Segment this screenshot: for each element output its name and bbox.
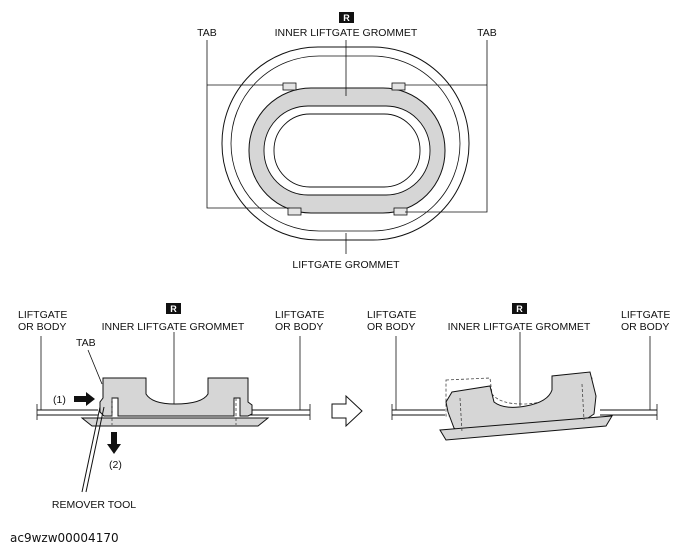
label-remover-tool: REMOVER TOOL <box>52 499 136 511</box>
label-inner-grommet-top: INNER LIFTGATE GROMMET <box>275 27 418 39</box>
tab-shape-top-right <box>391 82 406 91</box>
leader-tab-left <box>206 40 290 209</box>
label-inner-grommet-before: INNER LIFTGATE GROMMET <box>102 321 245 333</box>
grommet-flange-before <box>80 417 270 427</box>
label-panel-right-after-1: LIFTGATE <box>621 309 670 321</box>
label-step-2: (2) <box>109 459 122 471</box>
label-inner-grommet-after: INNER LIFTGATE GROMMET <box>448 321 591 333</box>
label-tab-before: TAB <box>76 337 96 349</box>
inner-grommet-opening <box>273 113 421 188</box>
tab-hint-right-after <box>581 383 585 421</box>
figure-code: ac9wzw00004170 <box>10 531 119 545</box>
remover-tool-b <box>85 406 105 493</box>
label-panel-left-after-1: LIFTGATE <box>367 309 416 321</box>
grommet-flange-after <box>439 415 613 441</box>
label-panel-left-before-1: LIFTGATE <box>18 309 67 321</box>
label-panel-right-before-1: LIFTGATE <box>275 309 324 321</box>
grommet-section-before <box>99 377 253 417</box>
badge-top: R <box>343 13 350 23</box>
badge-before: R <box>170 304 177 314</box>
label-tab-left: TAB <box>197 27 217 39</box>
grommet-original-position <box>445 377 593 417</box>
section-after: R LIFTGATE OR BODY INNER LIFTGATE GROMME… <box>367 303 670 441</box>
section-before: R LIFTGATE OR BODY INNER LIFTGATE GROMME… <box>18 303 324 511</box>
leader-tab-right <box>405 40 488 213</box>
label-panel-left-after-2: OR BODY <box>367 321 415 333</box>
label-liftgate-grommet: LIFTGATE GROMMET <box>292 259 400 271</box>
tab-hint-left-after <box>459 397 463 433</box>
tab-shape-top-left <box>282 82 297 91</box>
badge-box-top <box>339 12 354 23</box>
liftgate-grommet-inner-edge <box>230 55 461 232</box>
transition-arrow <box>331 394 363 428</box>
arrow-push-right <box>74 392 95 406</box>
label-tab-right: TAB <box>477 27 497 39</box>
badge-after: R <box>516 304 523 314</box>
remover-tool-a <box>81 406 101 493</box>
tab-shape-bottom-left <box>287 207 302 216</box>
label-panel-left-before-2: OR BODY <box>18 321 66 333</box>
tab-shape-bottom-right <box>393 207 408 216</box>
label-panel-right-before-2: OR BODY <box>275 321 323 333</box>
grommet-section-after <box>445 371 597 433</box>
label-step-1: (1) <box>53 394 66 406</box>
top-view: R TAB INNER LIFTGATE GROMMET TAB LIFTGAT… <box>197 12 497 271</box>
label-panel-right-after-2: OR BODY <box>621 321 669 333</box>
badge-box-before <box>166 303 181 314</box>
badge-box-after <box>512 303 527 314</box>
arrow-pull-down <box>107 432 121 454</box>
leader-tab-before <box>87 349 103 385</box>
liftgate-grommet-outer <box>221 46 470 241</box>
